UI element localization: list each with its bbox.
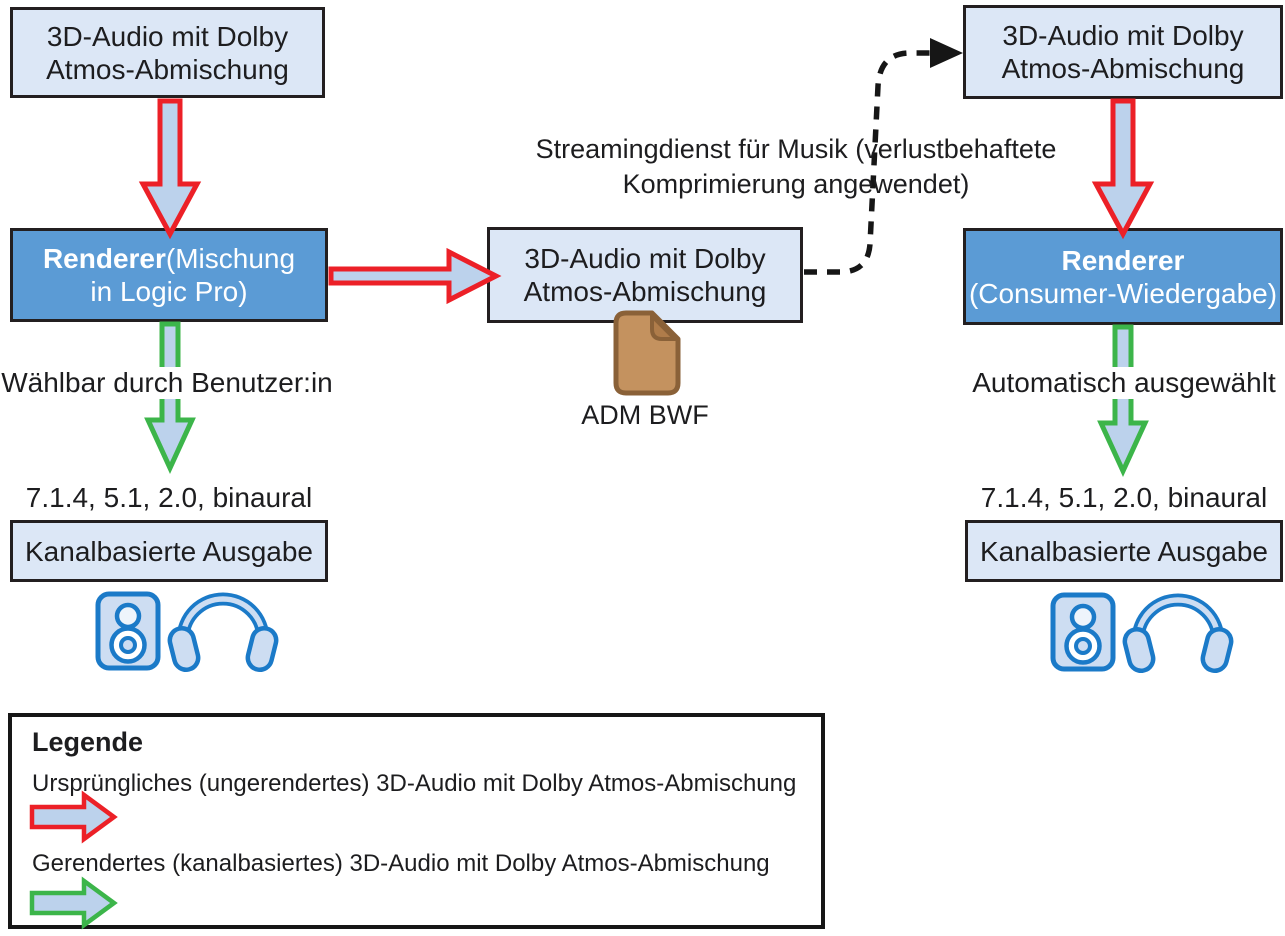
red-down-arrow-icon [138,98,202,240]
legend-item-unrendered: Ursprüngliches (ungerendertes) 3D-Audio … [32,770,797,797]
streaming-service-label: Streamingdienst für Musik (verlustbehaft… [496,132,1096,202]
renderer-consumer-line2: (Consumer-Wiedergabe) [968,277,1278,309]
headphones-icon [167,592,279,672]
renderer-logic-rest: (Mischung [165,243,296,274]
red-down-arrow-icon [1096,101,1150,234]
box-mix-center: 3D-Audio mit Dolby Atmos-Abmischung [487,227,803,323]
auto-selected-label: Automatisch ausgewählt [965,367,1283,399]
headphones-icon [1122,600,1233,673]
streaming-line1: Streamingdienst für Musik (verlustbehaft… [535,134,1057,164]
box-renderer-consumer: Renderer(Consumer-Wiedergabe) [963,228,1283,325]
legend-box: Legende Ursprüngliches (ungerendertes) 3… [8,713,825,929]
box-output-left: Kanalbasierte Ausgabe [10,520,328,582]
box-source-right: 3D-Audio mit Dolby Atmos-Abmischung [963,5,1283,99]
adm-file-icon [613,310,681,396]
streaming-line2: Komprimierung angewendet) [622,169,970,199]
speaker-icon [95,591,161,671]
dashed-arrowhead-icon [930,38,963,68]
adm-bwf-label: ADM BWF [581,400,709,430]
renderer-logic-bold: Renderer [42,243,166,274]
box-source-left-label: 3D-Audio mit Dolby Atmos-Abmischung [46,20,289,85]
formats-right-label: 7.1.4, 5.1, 2.0, binaural [980,482,1268,513]
box-output-right-label: Kanalbasierte Ausgabe [980,535,1268,567]
box-output-left-label: Kanalbasierte Ausgabe [25,535,313,567]
speaker-icon [1053,595,1113,669]
legend-item-rendered: Gerendertes (kanalbasiertes) 3D-Audio mi… [32,850,770,877]
box-renderer-consumer-label: Renderer(Consumer-Wiedergabe) [969,244,1277,310]
box-mix-center-label: 3D-Audio mit Dolby Atmos-Abmischung [523,243,767,307]
red-right-arrow-icon [328,247,502,305]
formats-left-label: 7.1.4, 5.1, 2.0, binaural [25,482,313,513]
renderer-logic-line2: in Logic Pro) [90,276,248,307]
renderer-consumer-bold: Renderer [1061,244,1185,276]
user-selectable-label: Wählbar durch Benutzer:in [0,367,334,399]
box-source-right-label: 3D-Audio mit Dolby Atmos-Abmischung [1001,20,1245,84]
box-source-left: 3D-Audio mit Dolby Atmos-Abmischung [10,7,325,98]
green-down-arrow-icon [1101,327,1145,471]
legend-title: Legende [32,727,144,757]
box-output-right: Kanalbasierte Ausgabe [965,520,1283,582]
